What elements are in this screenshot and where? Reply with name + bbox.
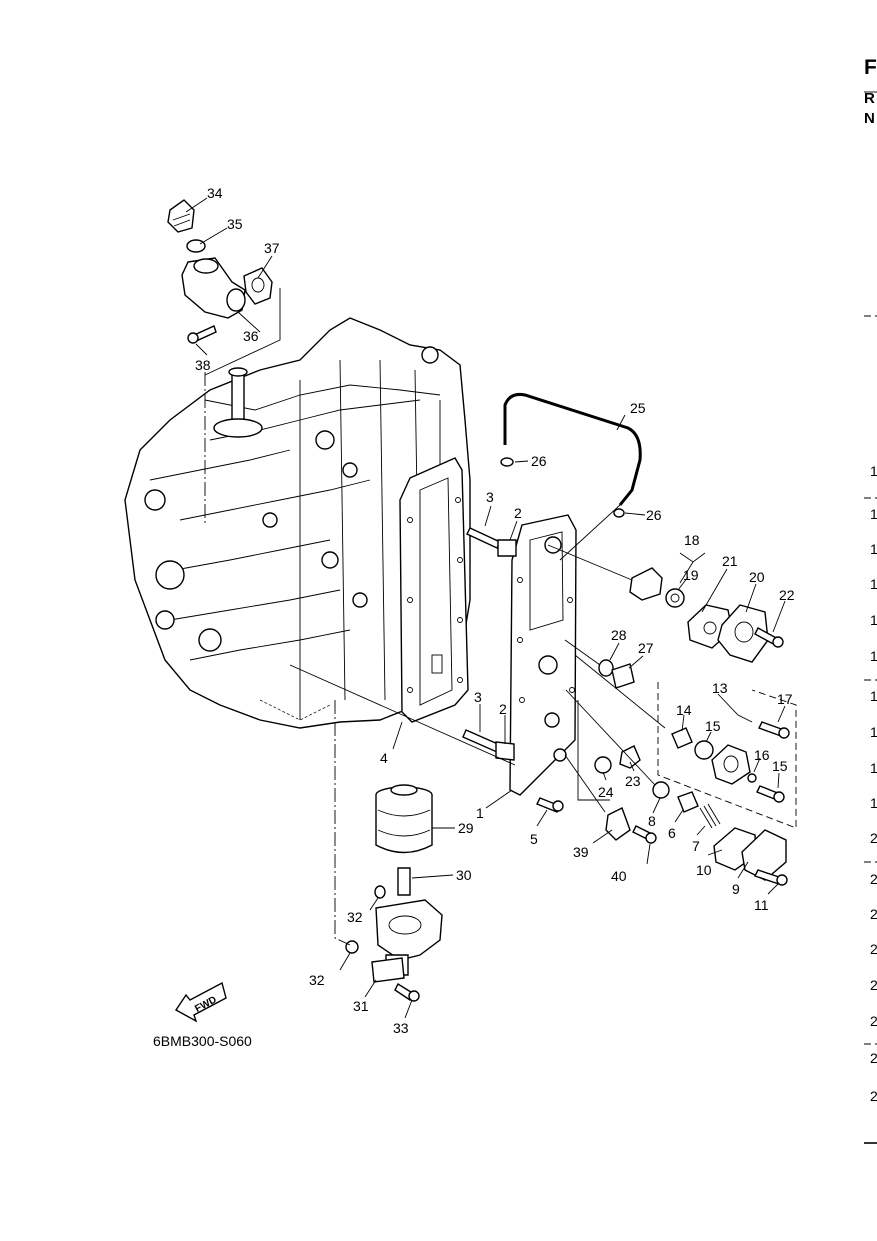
- label-40: 40: [611, 868, 627, 884]
- o-ring-32: [374, 885, 386, 899]
- label-11: 11: [754, 897, 769, 913]
- label-21: 21: [722, 553, 738, 569]
- label-9: 9: [732, 881, 740, 897]
- label-15: 15: [772, 758, 788, 774]
- label-31: 31: [353, 998, 369, 1014]
- label-4: 4: [380, 750, 388, 766]
- right-column-fragment: 1: [870, 795, 877, 811]
- oil-filter-base-31: [371, 899, 443, 983]
- label-5: 5: [530, 831, 538, 847]
- o-ring-32b: [345, 940, 359, 954]
- label-27: 27: [638, 640, 654, 656]
- label-26: 26: [531, 453, 547, 469]
- label-12: 13: [712, 680, 728, 696]
- label-2: 2: [514, 505, 522, 521]
- label-30: 30: [456, 867, 472, 883]
- parts-18-22: [629, 567, 784, 663]
- label-3b: 3: [474, 689, 482, 705]
- label-23: 23: [625, 773, 641, 789]
- label-10: 10: [696, 862, 712, 878]
- bolts-and-dowels: [462, 527, 564, 813]
- label-28: 28: [611, 627, 627, 643]
- label-32b: 32: [309, 972, 325, 988]
- label-13: 14: [676, 702, 692, 718]
- alignment-lines: [289, 504, 666, 813]
- label-8: 8: [648, 813, 656, 829]
- fwd-arrow-icon: FWD: [174, 981, 227, 1023]
- label-33: 33: [393, 1020, 409, 1036]
- cylinder-block-illustration: [124, 317, 471, 729]
- label-34: 34: [207, 185, 223, 201]
- chain-block-to-filter: [334, 700, 351, 946]
- leader-lines: [185, 197, 786, 1019]
- label-19: 19: [683, 567, 699, 583]
- gasket-4: [399, 457, 469, 723]
- header-fragment-n: N: [864, 110, 875, 127]
- label-7: 7: [692, 838, 700, 854]
- bolt-33: [394, 982, 420, 1002]
- right-column-fragment: 2: [870, 871, 877, 887]
- label-16: 16: [754, 747, 770, 763]
- right-column-fragment: 1: [870, 612, 877, 628]
- right-edge-marks: [864, 91, 877, 1144]
- right-column-fragment: 1: [870, 576, 877, 592]
- label-39: 39: [573, 844, 589, 860]
- hose-25: [503, 393, 642, 506]
- label-32: 32: [347, 909, 363, 925]
- right-column-fragment: 1: [870, 463, 877, 479]
- parts-39-40: [605, 807, 657, 844]
- label-2b: 2: [499, 701, 507, 717]
- right-column-fragment: 1: [870, 760, 877, 776]
- bracket-36-37: [204, 288, 281, 376]
- label-36: 36: [243, 328, 259, 344]
- label-24: 24: [598, 784, 614, 800]
- label-25: 25: [630, 400, 646, 416]
- diagram-code: 6BMB300-S060: [153, 1033, 252, 1049]
- right-column-fragment: 1: [870, 724, 877, 740]
- label-17: 17: [777, 691, 793, 707]
- clip-26: [500, 457, 625, 518]
- label-37: 37: [264, 240, 280, 256]
- label-3: 3: [486, 489, 494, 505]
- label-18: 18: [684, 532, 700, 548]
- right-column-fragment: 2: [870, 1013, 877, 1029]
- right-column-fragment: 1: [870, 506, 877, 522]
- right-column-fragment: 2: [870, 941, 877, 957]
- parts-13-17: [671, 721, 790, 803]
- oil-filter-29: [375, 784, 433, 854]
- label-20: 20: [749, 569, 765, 585]
- bracket-5: [577, 700, 610, 801]
- cover-plate-1: [509, 514, 577, 796]
- label-14: 15: [705, 718, 721, 734]
- label-22: 22: [779, 587, 795, 603]
- right-column-fragment: 1: [870, 688, 877, 704]
- label-38: 38: [195, 357, 211, 373]
- header-fragment-r: R: [864, 90, 875, 107]
- right-column-fragment: 2: [870, 830, 877, 846]
- parts-6-11: [652, 781, 788, 886]
- label-29: 29: [458, 820, 474, 836]
- label-6: 6: [668, 825, 676, 841]
- label-35: 35: [227, 216, 243, 232]
- group-box-12: [657, 682, 797, 829]
- right-column-fragment: 2: [870, 977, 877, 993]
- right-column-fragment: 2: [870, 1088, 877, 1104]
- label-26b: 26: [646, 507, 662, 523]
- label-1: 1: [476, 805, 484, 821]
- right-column-fragment: 1: [870, 648, 877, 664]
- parts-27-28: [598, 659, 635, 689]
- right-column-fragment: 2: [870, 1050, 877, 1066]
- header-fragment-f: F: [864, 56, 877, 79]
- right-column-fragment: 2: [870, 906, 877, 922]
- part-labels: 34 35 37 36 38 25 26 26 3 2 18 19 21 20 …: [195, 185, 795, 1036]
- thermostat-housing-group: [167, 199, 273, 344]
- stud-30: [397, 867, 411, 896]
- right-column-fragment: 1: [870, 541, 877, 557]
